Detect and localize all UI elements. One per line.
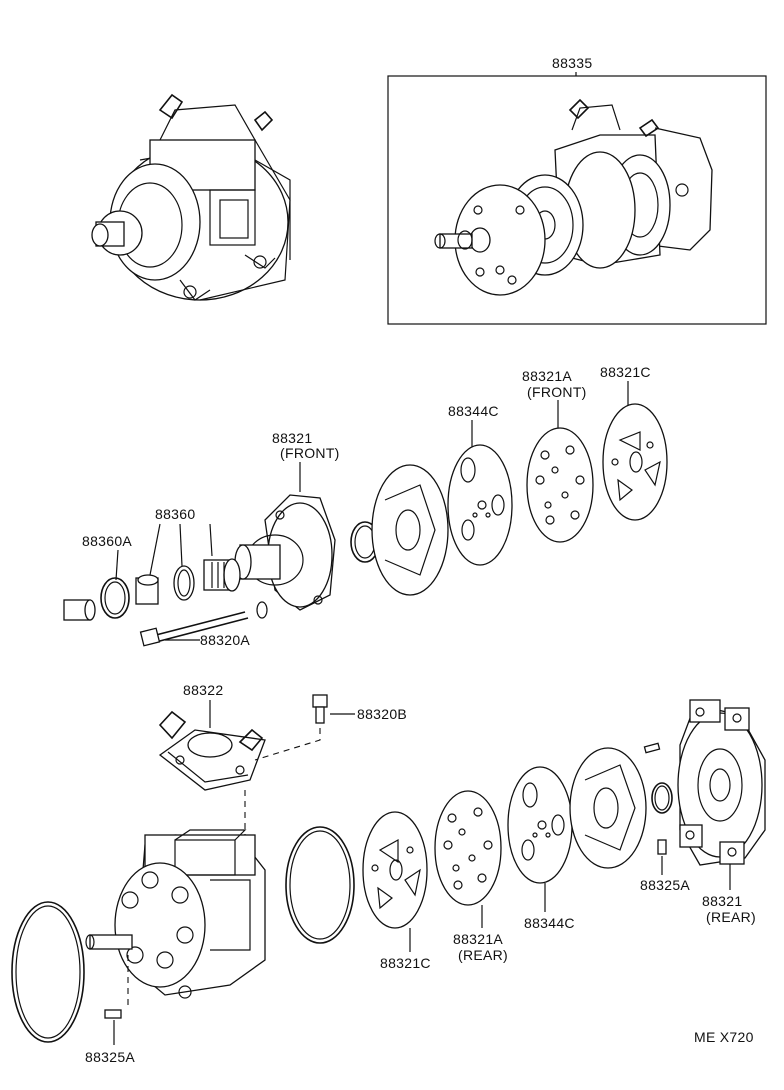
pin-right-label: 88325A (640, 877, 690, 893)
snap-ring-label: 88360A (82, 533, 132, 549)
valve-bolt-label: 88320B (357, 706, 407, 722)
service-valve-label: 88322 (183, 682, 223, 698)
valve-plate-c-bottom-label: 88321C (380, 955, 431, 971)
rear-housing-sub: (REAR) (706, 909, 756, 925)
pin-icon (104, 1009, 122, 1019)
plate-icon (569, 747, 647, 869)
valve-plate-a-rear-label: 88321A (453, 931, 503, 947)
compressor-icon (91, 93, 291, 301)
plate-icon (526, 427, 594, 543)
ring-icon (651, 782, 673, 814)
valve-plate-a-rear-sub: (REAR) (458, 947, 508, 963)
plate-icon (371, 464, 449, 596)
plate-icon (602, 403, 668, 521)
valve-plate-a-front-sub: (FRONT) (527, 384, 587, 400)
seal-kit-label: 88360 (155, 506, 195, 522)
pin-left-label: 88325A (85, 1049, 135, 1065)
ring-icon (285, 826, 355, 944)
plate-icon (507, 766, 573, 884)
ring-icon (100, 577, 130, 619)
valve-icon (158, 710, 266, 791)
bolt-icon (139, 601, 268, 647)
ring-icon (135, 558, 241, 605)
rear-housing-label: 88321 (702, 893, 742, 909)
front-housing-sub: (FRONT) (280, 445, 340, 461)
ring-icon (11, 901, 85, 1043)
plate-icon (362, 811, 428, 929)
valve-plate-a-front-label: 88321A (522, 368, 572, 384)
gasket-bottom-label: 88344C (524, 915, 575, 931)
kit-compressor-icon (434, 98, 713, 296)
plate-icon (434, 790, 502, 906)
gasket-top-label: 88344C (448, 403, 499, 419)
kit-box (387, 75, 767, 325)
plate-icon (447, 444, 513, 566)
pin-icon (643, 742, 661, 754)
housing-icon (234, 494, 336, 611)
compressor-icon (85, 829, 266, 999)
pin-icon (657, 839, 667, 855)
diagram-code: ME X720 (694, 1029, 754, 1045)
valve-plate-c-top-label: 88321C (600, 364, 651, 380)
through-bolt-label: 88320A (200, 632, 250, 648)
bolt-icon (312, 694, 328, 724)
housing-icon (677, 699, 766, 866)
kit-assembly-label: 88335 (552, 55, 592, 71)
front-housing-label: 88321 (272, 430, 312, 446)
